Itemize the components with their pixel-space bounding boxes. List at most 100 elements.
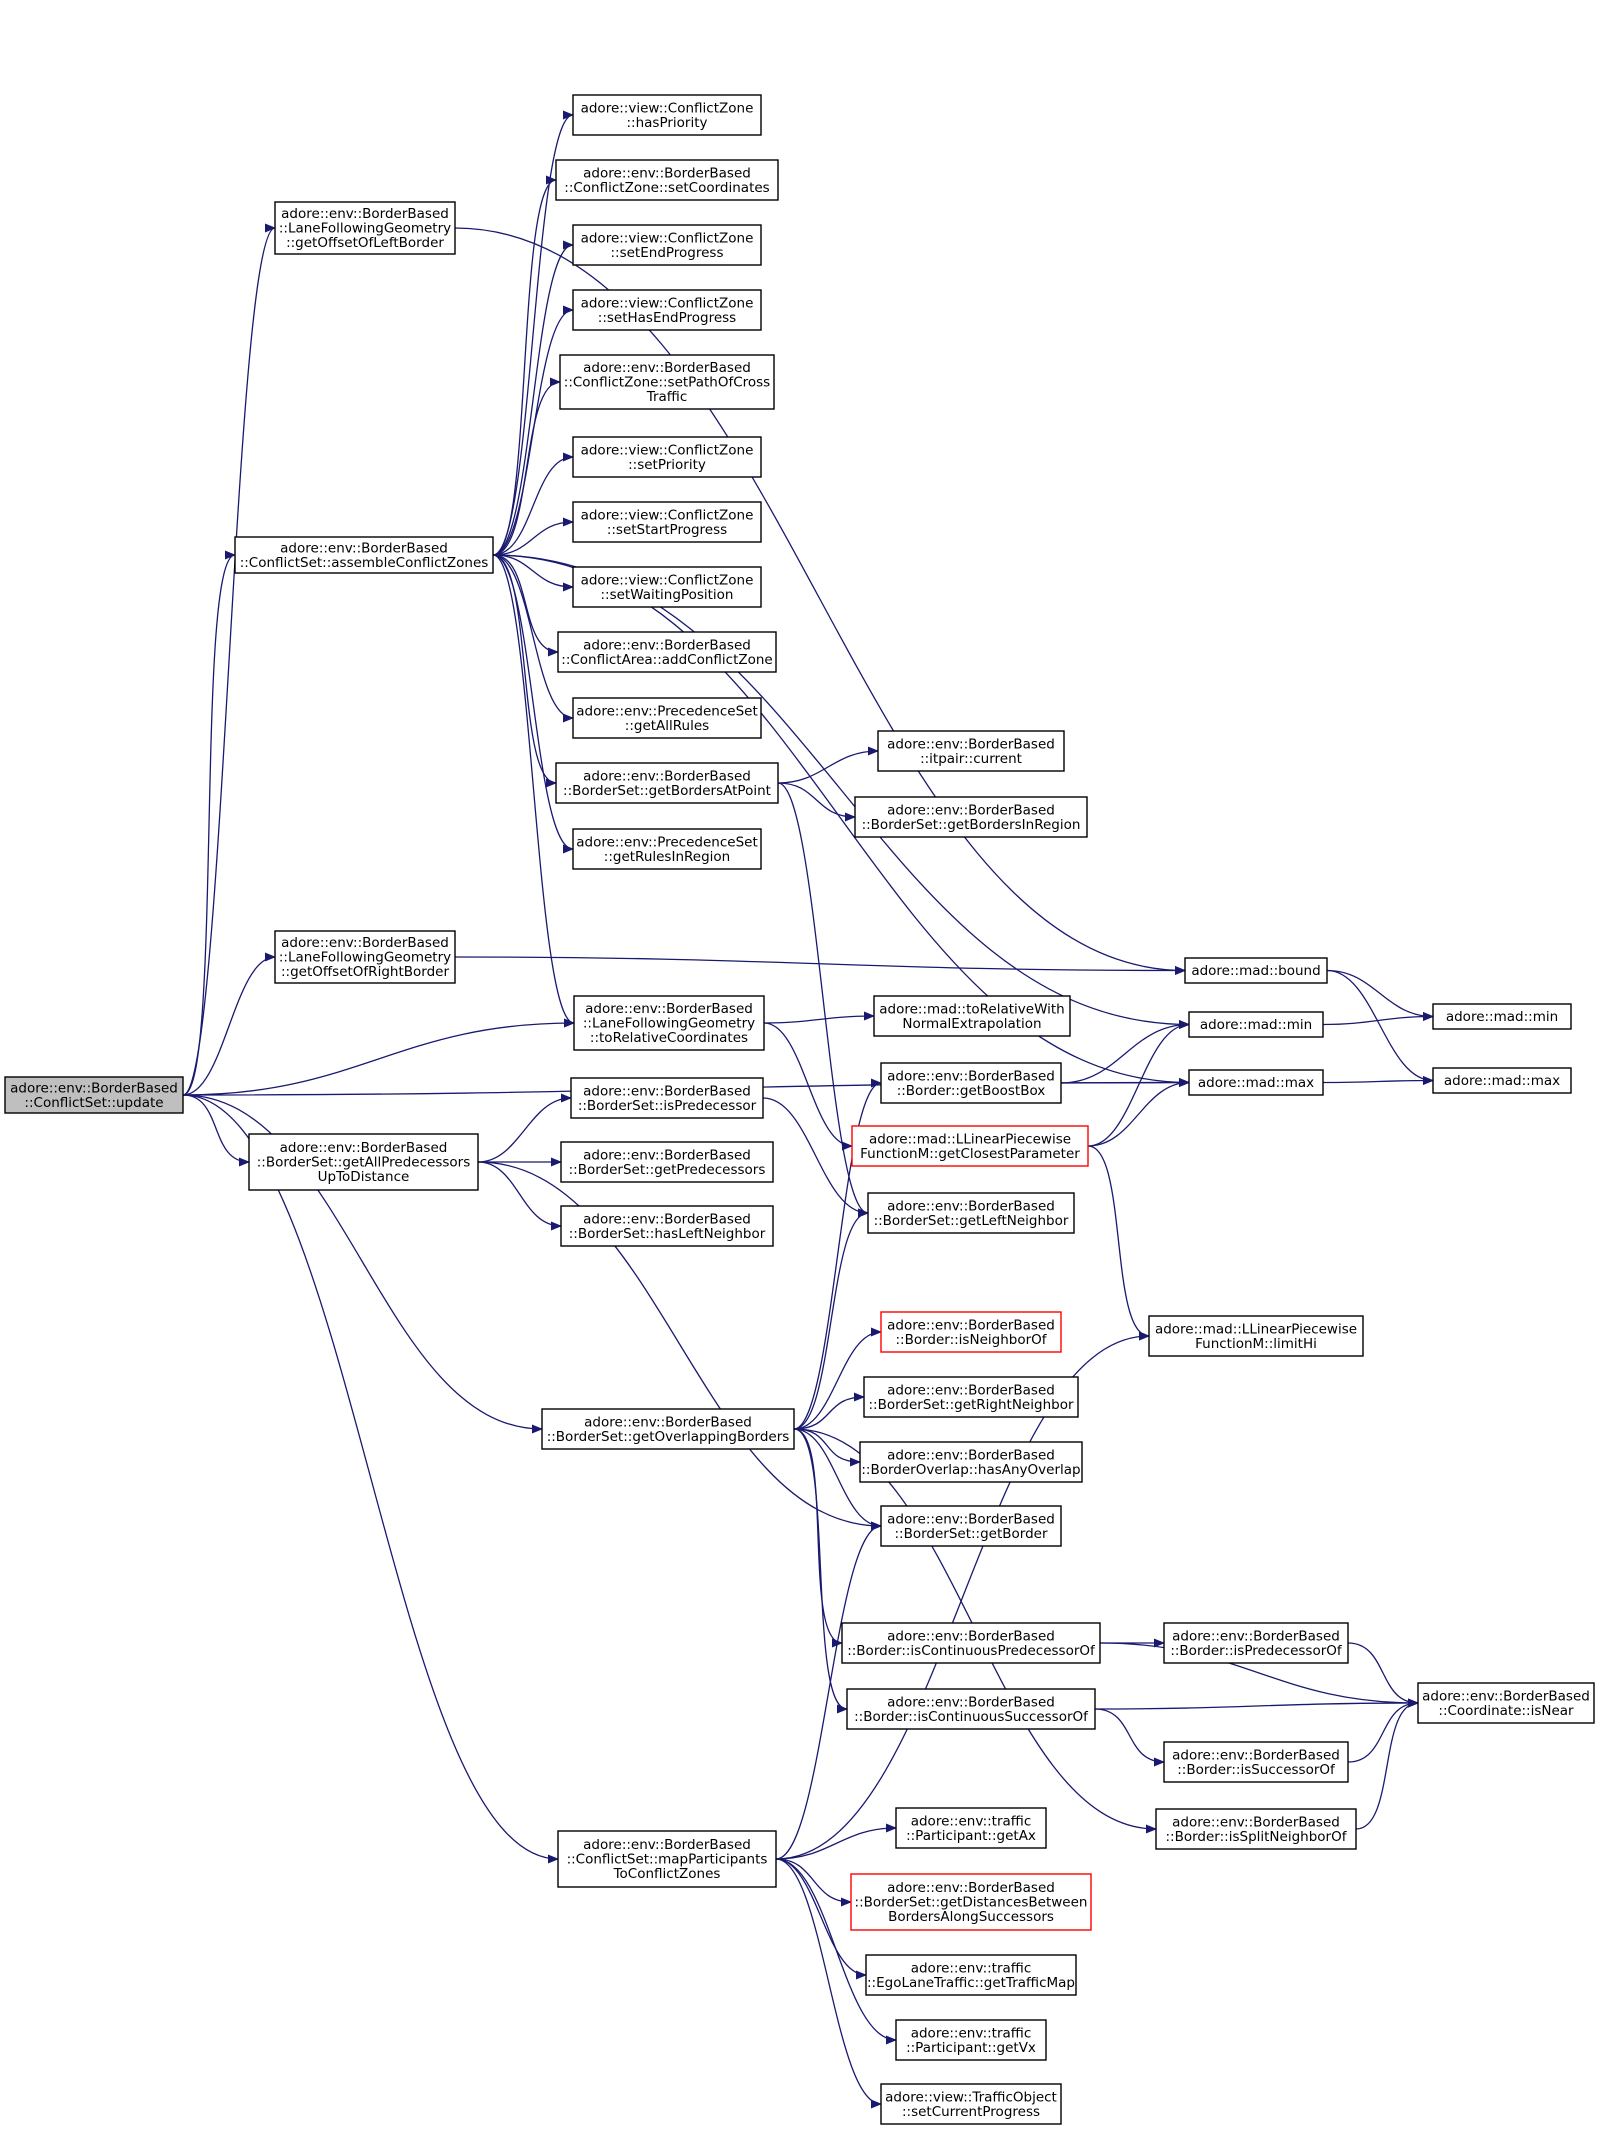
node-limit-hi[interactable]: adore::mad::LLinearPiecewiseFunctionM::l… — [1148, 1315, 1364, 1357]
node-label-line: adore::mad::LLinearPiecewise — [869, 1131, 1071, 1147]
node-add-conflict-zone[interactable]: adore::env::BorderBased::ConflictArea::a… — [557, 631, 777, 673]
node-get-all-predecessors-up-to-distance[interactable]: adore::env::BorderBased::BorderSet::getA… — [248, 1133, 479, 1191]
node-is-split-neighbor-of[interactable]: adore::env::BorderBased::Border::isSplit… — [1155, 1808, 1357, 1850]
node-is-predecessor[interactable]: adore::env::BorderBased::BorderSet::isPr… — [570, 1077, 764, 1119]
node-is-successor-of[interactable]: adore::env::BorderBased::Border::isSucce… — [1163, 1741, 1349, 1783]
edge-min1-to-min2 — [1322, 1012, 1434, 1026]
node-box — [1163, 1622, 1349, 1664]
edge-assemble-conflict-zones-to-set-priority — [492, 452, 574, 556]
node-label-line: adore::env::BorderBased — [1172, 1628, 1340, 1644]
node-is-continuous-successor-of[interactable]: adore::env::BorderBased::Border::isConti… — [846, 1688, 1096, 1730]
node-itpair-current[interactable]: adore::env::BorderBased::itpair::current — [877, 730, 1065, 772]
node-box — [1155, 1808, 1357, 1850]
node-label-line: ::Border::isContinuousPredecessorOf — [847, 1643, 1096, 1659]
node-set-waiting-position[interactable]: adore::view::ConflictZone::setWaitingPos… — [572, 566, 762, 608]
node-get-borders-at-point[interactable]: adore::env::BorderBased::BorderSet::getB… — [555, 762, 779, 804]
node-to-relative-coordinates[interactable]: adore::env::BorderBased::LaneFollowingGe… — [573, 995, 765, 1051]
edge-update-to-get-offset-of-right-border — [182, 952, 276, 1096]
edge-assemble-conflict-zones-to-to-relative-coordinates — [492, 554, 575, 1028]
node-min2[interactable]: adore::mad::min — [1432, 1003, 1572, 1030]
node-set-has-end-progress[interactable]: adore::view::ConflictZone::setHasEndProg… — [572, 289, 762, 331]
node-get-rules-in-region[interactable]: adore::env::PrecedenceSet::getRulesInReg… — [572, 828, 762, 870]
node-box — [4, 1076, 184, 1114]
node-set-path-of-cross-traffic[interactable]: adore::env::BorderBased::ConflictZone::s… — [559, 354, 775, 410]
node-get-boost-box[interactable]: adore::env::BorderBased::Border::getBoos… — [880, 1062, 1062, 1104]
node-label-line: ::BorderSet::getLeftNeighbor — [874, 1213, 1069, 1229]
node-max1[interactable]: adore::mad::max — [1188, 1069, 1324, 1096]
node-box — [555, 159, 779, 201]
node-to-relative-with-normal-extrapolation[interactable]: adore::mad::toRelativeWithNormalExtrapol… — [873, 995, 1071, 1037]
node-set-current-progress[interactable]: adore::view::TrafficObject::setCurrentPr… — [880, 2083, 1062, 2125]
node-label-line: adore::mad::LLinearPiecewise — [1155, 1321, 1357, 1337]
node-box — [274, 930, 456, 984]
node-label-line: adore::env::BorderBased — [280, 540, 448, 556]
edge-get-borders-at-point-to-get-borders-in-region — [777, 782, 856, 822]
node-label-line: adore::env::BorderBased — [583, 1083, 751, 1099]
edge-map-participants-to-limit-hi — [775, 1331, 1150, 1860]
node-box — [572, 436, 762, 478]
node-label-line: adore::env::BorderBased — [583, 165, 751, 181]
node-label-line: ::BorderSet::getDistancesBetween — [855, 1895, 1088, 1911]
node-get-left-neighbor[interactable]: adore::env::BorderBased::BorderSet::getL… — [867, 1192, 1075, 1234]
node-get-borders-in-region[interactable]: adore::env::BorderBased::BorderSet::getB… — [854, 796, 1088, 838]
node-label-line: adore::env::BorderBased — [887, 1382, 1055, 1398]
node-label-line: adore::view::ConflictZone — [581, 295, 754, 311]
node-get-distances-between-borders[interactable]: adore::env::BorderBased::BorderSet::getD… — [850, 1873, 1092, 1931]
node-set-end-progress[interactable]: adore::view::ConflictZone::setEndProgres… — [572, 224, 762, 266]
node-get-traffic-map[interactable]: adore::env::traffic::EgoLaneTraffic::get… — [865, 1954, 1077, 1996]
node-get-offset-of-right-border[interactable]: adore::env::BorderBased::LaneFollowingGe… — [274, 930, 456, 984]
node-set-priority[interactable]: adore::view::ConflictZone::setPriority — [572, 436, 762, 478]
node-label-line: ::ConflictZone::setPathOfCross — [564, 375, 770, 391]
node-label-line: ::Border::getBoostBox — [897, 1083, 1046, 1099]
node-get-predecessors[interactable]: adore::env::BorderBased::BorderSet::getP… — [560, 1141, 774, 1183]
node-is-near[interactable]: adore::env::BorderBased::Coordinate::isN… — [1417, 1682, 1595, 1724]
node-update[interactable]: adore::env::BorderBased::ConflictSet::up… — [4, 1076, 184, 1114]
node-get-ax[interactable]: adore::env::traffic::Participant::getAx — [895, 1807, 1047, 1849]
node-get-right-neighbor[interactable]: adore::env::BorderBased::BorderSet::getR… — [863, 1376, 1079, 1418]
node-label-line: adore::env::BorderBased — [585, 1001, 753, 1017]
node-label-line: ::BorderSet::getBordersInRegion — [862, 817, 1081, 833]
node-get-offset-of-left-border[interactable]: adore::env::BorderBased::LaneFollowingGe… — [274, 201, 456, 255]
node-label-line: ::getAllRules — [625, 718, 709, 734]
node-get-closest-parameter[interactable]: adore::mad::LLinearPiecewiseFunctionM::g… — [851, 1125, 1089, 1167]
node-label-line: adore::env::BorderBased — [583, 637, 751, 653]
node-label-line: ::BorderSet::getOverlappingBorders — [547, 1429, 790, 1445]
node-get-border[interactable]: adore::env::BorderBased::BorderSet::getB… — [880, 1505, 1062, 1547]
node-label-line: ::Border::isNeighborOf — [895, 1332, 1047, 1348]
node-get-vx[interactable]: adore::env::traffic::Participant::getVx — [895, 2019, 1047, 2061]
node-label-line: adore::env::BorderBased — [583, 768, 751, 784]
node-set-start-progress[interactable]: adore::view::ConflictZone::setStartProgr… — [572, 501, 762, 543]
node-has-any-overlap[interactable]: adore::env::BorderBased::BorderOverlap::… — [859, 1441, 1083, 1483]
node-label-line: ::LaneFollowingGeometry — [279, 950, 451, 966]
edge-max1-to-max2 — [1322, 1076, 1434, 1086]
edge-bound-to-max2 — [1326, 969, 1434, 1085]
node-max2[interactable]: adore::mad::max — [1432, 1067, 1572, 1094]
edge-update-to-get-offset-of-left-border — [182, 223, 276, 1096]
node-label-line: adore::env::PrecedenceSet — [576, 834, 758, 850]
node-has-priority[interactable]: adore::view::ConflictZone::hasPriority — [572, 94, 762, 136]
node-box — [559, 354, 775, 410]
node-assemble-conflict-zones[interactable]: adore::env::BorderBased::ConflictSet::as… — [234, 536, 494, 574]
node-is-predecessor-of[interactable]: adore::env::BorderBased::Border::isPrede… — [1163, 1622, 1349, 1664]
node-box — [859, 1441, 1083, 1483]
node-is-continuous-predecessor-of[interactable]: adore::env::BorderBased::Border::isConti… — [841, 1622, 1101, 1664]
node-box — [572, 566, 762, 608]
node-label-line: ::BorderSet::getPredecessors — [569, 1162, 766, 1178]
node-label-line: ::itpair::current — [920, 751, 1022, 767]
node-get-all-rules[interactable]: adore::env::PrecedenceSet::getAllRules — [572, 697, 762, 739]
node-has-left-neighbor[interactable]: adore::env::BorderBased::BorderSet::hasL… — [560, 1205, 774, 1247]
node-get-overlapping-borders[interactable]: adore::env::BorderBased::BorderSet::getO… — [541, 1408, 795, 1450]
node-label-line: adore::env::BorderBased — [887, 1511, 1055, 1527]
node-is-neighbor-of[interactable]: adore::env::BorderBased::Border::isNeigh… — [880, 1311, 1062, 1353]
node-label-line: ::BorderSet::getAllPredecessors — [257, 1155, 471, 1171]
node-set-coordinates[interactable]: adore::env::BorderBased::ConflictZone::s… — [555, 159, 779, 201]
edge-assemble-conflict-zones-to-add-conflict-zone — [492, 554, 559, 657]
node-map-participants[interactable]: adore::env::BorderBased::ConflictSet::ma… — [557, 1830, 777, 1888]
node-bound[interactable]: adore::mad::bound — [1184, 957, 1328, 984]
edge-assemble-conflict-zones-to-get-rules-in-region — [492, 554, 574, 854]
node-min1[interactable]: adore::mad::min — [1188, 1011, 1324, 1038]
node-label-line: ::setCurrentProgress — [902, 2104, 1040, 2120]
node-label-line: ::setHasEndProgress — [598, 310, 736, 326]
node-label-line: ::setStartProgress — [607, 522, 727, 538]
